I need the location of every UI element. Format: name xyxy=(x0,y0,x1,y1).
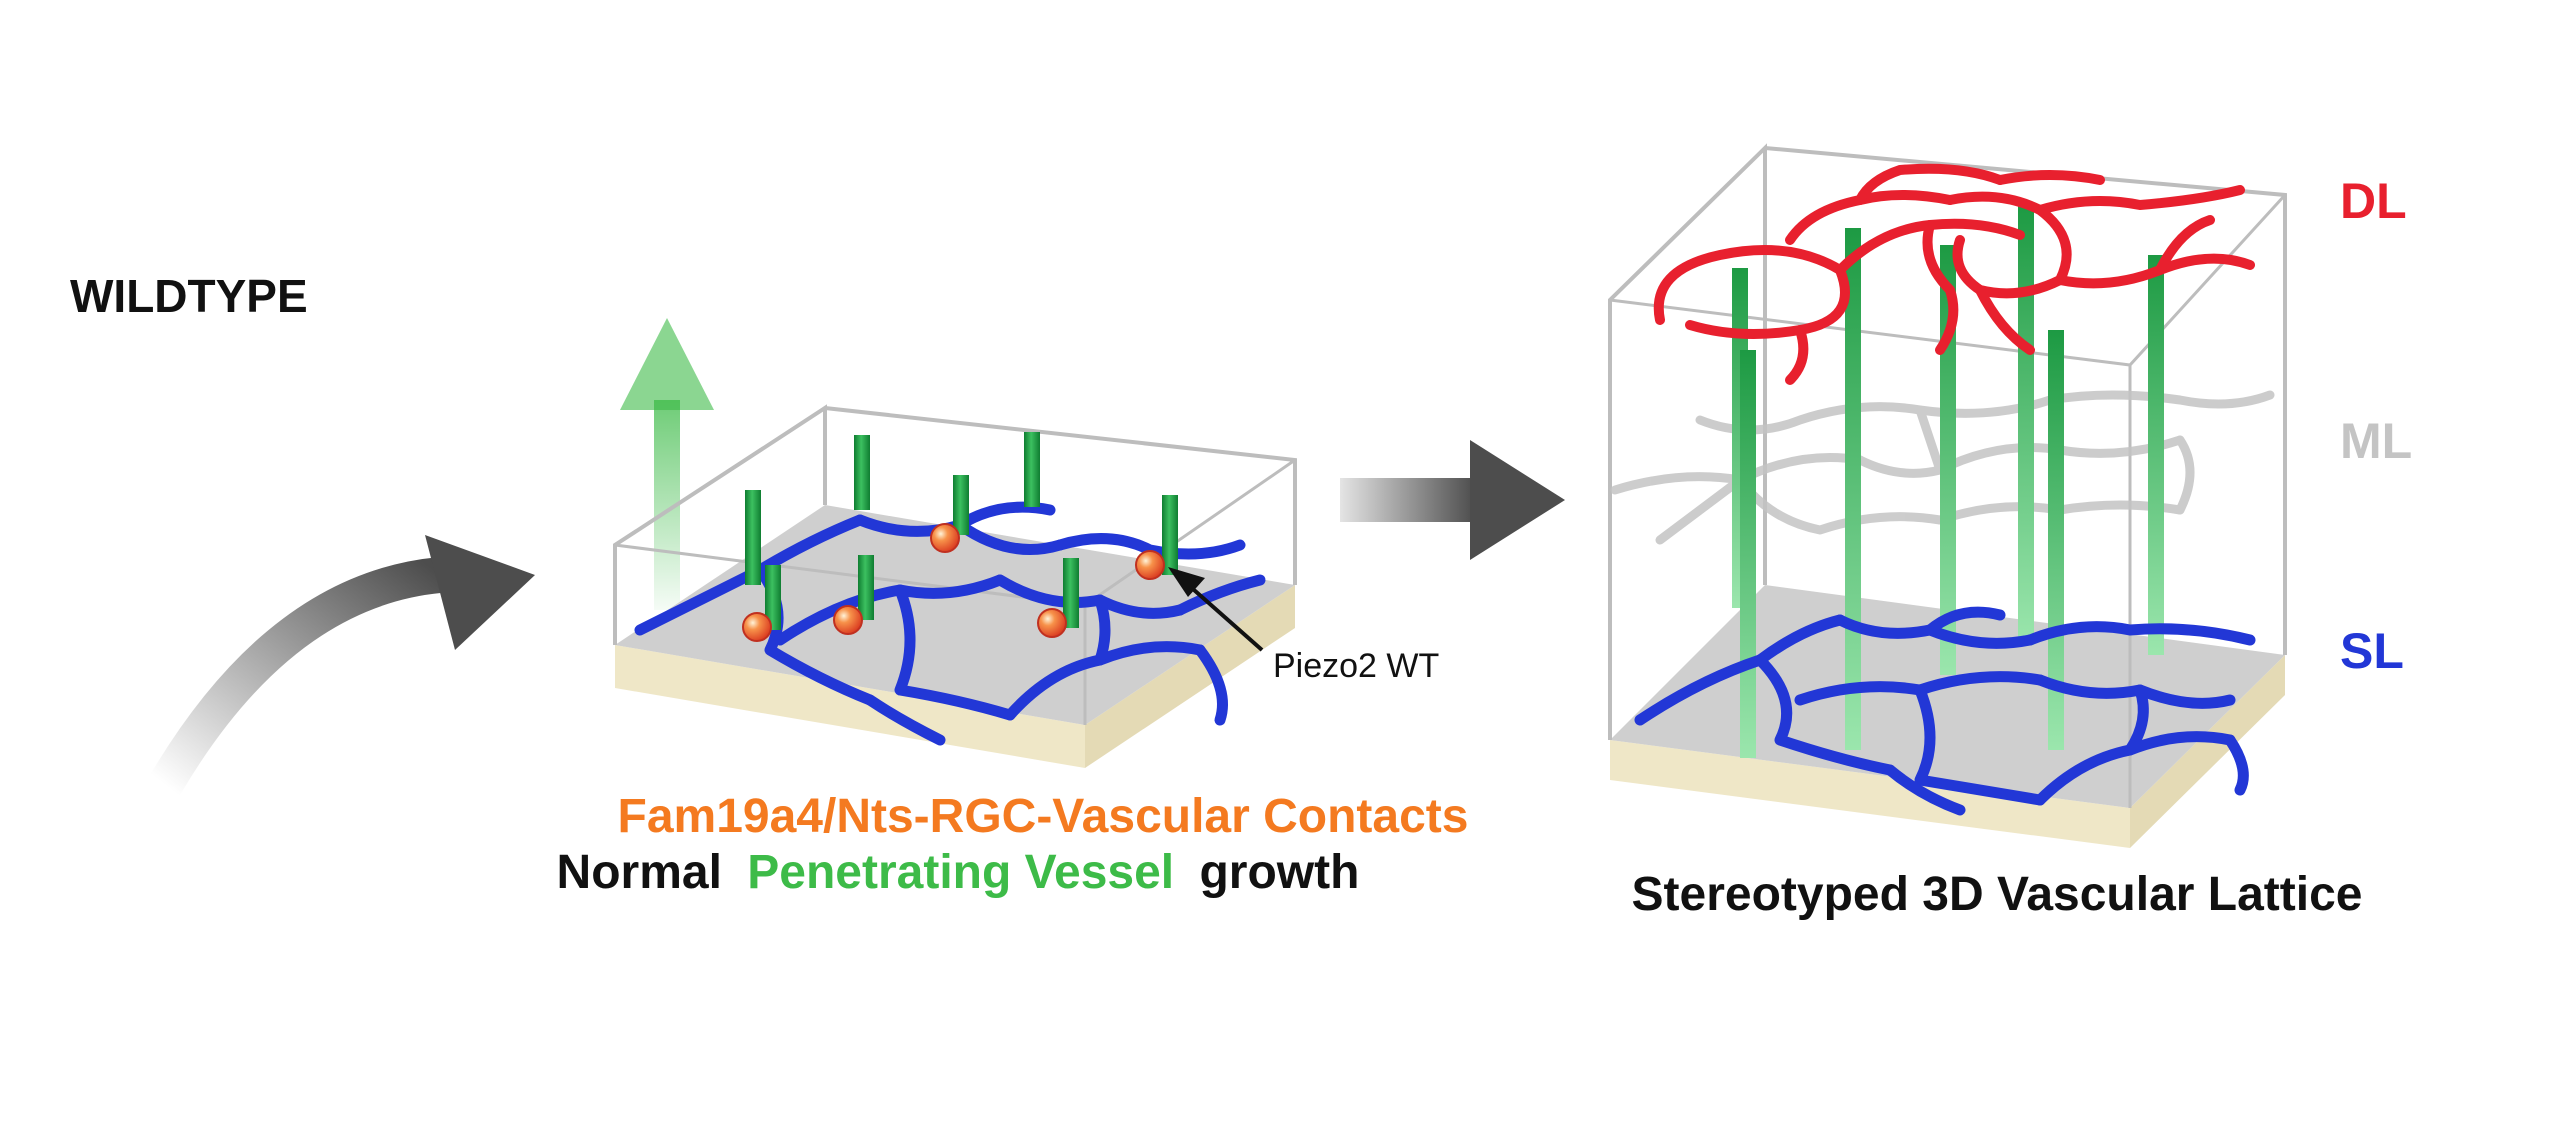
caption-growth-normal: Normal xyxy=(557,846,722,899)
piezo2-callout-label: Piezo2 WT xyxy=(1273,647,1439,685)
caption-lattice: Stereotyped 3D Vascular Lattice xyxy=(1632,868,2363,921)
upward-growth-arrow xyxy=(620,318,714,610)
layer-label-sl: SL xyxy=(2340,623,2404,679)
curved-arrow xyxy=(147,535,535,803)
caption-growth-penetrating: Penetrating Vessel xyxy=(747,846,1174,899)
layer-label-dl: DL xyxy=(2340,173,2407,229)
piezo2-callout-pointer xyxy=(1168,567,1264,652)
deep-layer-network xyxy=(1653,163,2255,385)
caption-growth: Normal Penetrating Vessel growth xyxy=(557,846,1360,899)
rgc-contact-dots xyxy=(742,523,1165,642)
penetrating-vessels-short xyxy=(745,432,1178,630)
caption-growth-growth: growth xyxy=(1199,846,1359,899)
layer-label-ml: ML xyxy=(2340,413,2412,469)
title-label: WILDTYPE xyxy=(70,270,308,322)
straight-arrow xyxy=(1340,440,1565,560)
caption-contacts: Fam19a4/Nts-RGC-Vascular Contacts xyxy=(618,790,1469,843)
superficial-layer-network xyxy=(1634,606,2256,816)
